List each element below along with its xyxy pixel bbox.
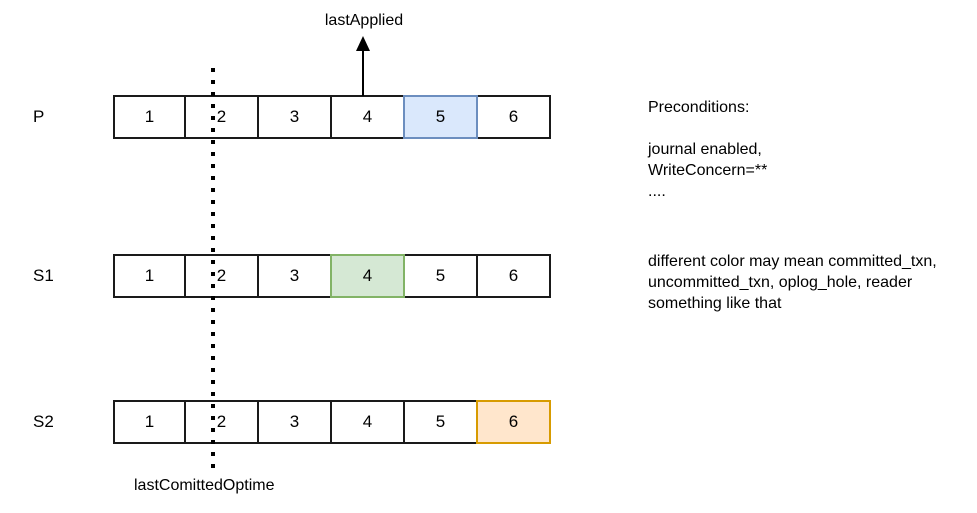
note-line [648, 118, 977, 139]
note-line: something like that [648, 295, 782, 312]
preconditions-note: Preconditions: journal enabled, WriteCon… [648, 97, 977, 202]
last-applied-arrow-shaft [362, 49, 364, 96]
note-line: different color may mean committed_txn, [648, 253, 937, 270]
row-label-secondary-1: S1 [33, 266, 54, 285]
oplog-cell-highlighted-blue: 5 [403, 95, 478, 139]
oplog-cell: 1 [113, 254, 186, 298]
last-applied-arrow-head-icon [356, 36, 370, 51]
color-legend-note: different color may mean committed_txn, … [648, 251, 977, 314]
oplog-cell: 4 [330, 400, 405, 444]
note-line: journal enabled, [648, 141, 762, 158]
oplog-cell: 1 [113, 95, 186, 139]
oplog-cell: 5 [403, 254, 478, 298]
note-line: Preconditions: [648, 99, 750, 116]
row-label-primary: P [33, 107, 45, 126]
last-committed-optime-line [211, 68, 215, 468]
oplog-cell: 5 [403, 400, 478, 444]
oplog-cell-highlighted-orange: 6 [476, 400, 551, 444]
note-line: WriteConcern=** [648, 162, 768, 179]
oplog-cell-highlighted-green: 4 [330, 254, 405, 298]
oplog-cell: 3 [257, 254, 332, 298]
oplog-cell: 2 [184, 95, 259, 139]
note-line: .... [648, 183, 666, 200]
last-applied-label: lastApplied [324, 12, 404, 29]
oplog-row-secondary-1: 1 2 3 4 5 6 [113, 254, 551, 298]
oplog-cell: 1 [113, 400, 186, 444]
oplog-cell: 6 [476, 254, 551, 298]
row-label-secondary-2: S2 [33, 412, 54, 431]
oplog-row-secondary-2: 1 2 3 4 5 6 [113, 400, 551, 444]
oplog-cell: 6 [476, 95, 551, 139]
last-committed-optime-label: lastComittedOptime [134, 477, 275, 494]
oplog-row-primary: 1 2 3 4 5 6 [113, 95, 551, 139]
oplog-cell: 3 [257, 400, 332, 444]
oplog-cell: 2 [184, 400, 259, 444]
note-line: uncommitted_txn, oplog_hole, reader [648, 274, 913, 291]
oplog-cell: 2 [184, 254, 259, 298]
oplog-cell: 3 [257, 95, 332, 139]
oplog-cell: 4 [330, 95, 405, 139]
